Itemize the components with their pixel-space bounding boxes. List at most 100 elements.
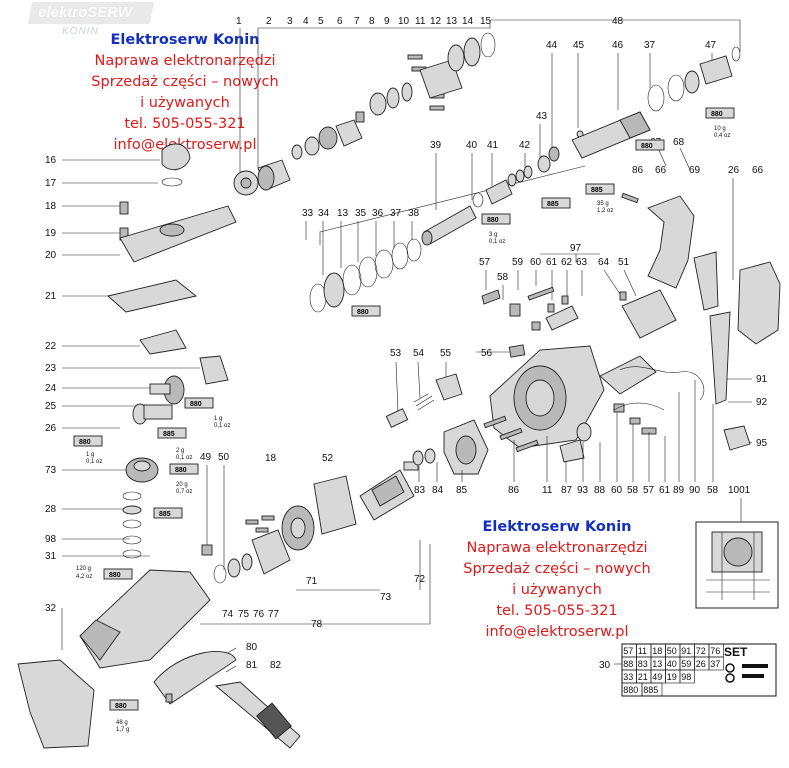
label-part-98: 98: [45, 534, 57, 545]
leader-lines-left: [61, 159, 200, 650]
label-part-57b: 57: [643, 485, 655, 496]
label-part-47: 47: [705, 40, 717, 51]
label-part-92: 92: [756, 397, 768, 408]
set-table-value: 83: [638, 659, 648, 669]
tube-label: 880: [190, 401, 202, 408]
label-part-71: 71: [306, 576, 318, 587]
tube-label: 880: [641, 143, 653, 150]
part-83-bearing: [424, 448, 436, 464]
label-part-45: 45: [573, 40, 585, 51]
label-part-22: 22: [45, 341, 57, 352]
part-46-piston-tube: [571, 111, 651, 159]
part-47-oring: [731, 46, 741, 62]
part-3-ring: [291, 144, 303, 160]
grease-tube-880-a: 880: [184, 397, 214, 409]
label-part-63: 63: [576, 257, 588, 268]
label-part-42: 42: [519, 140, 531, 151]
part-42-rings: [507, 165, 533, 187]
label-part-26b: 26: [728, 165, 740, 176]
part-32-tool-holder: [17, 659, 95, 749]
label-part-43: 43: [536, 111, 548, 122]
set-table-cell: [641, 682, 663, 697]
part-8-disc: [369, 92, 387, 116]
grease-qty-oz: 1,2 oz: [597, 208, 613, 214]
part-33-38-rings: [309, 238, 422, 313]
pin-icon: [742, 674, 764, 678]
part-4-ring: [304, 136, 320, 156]
label-part-86b: 86: [508, 485, 520, 496]
set-table-value: 33: [623, 672, 633, 682]
grease-qty-oz: 0,1 oz: [214, 423, 230, 429]
part-20-window: [159, 223, 185, 237]
label-part-61b: 61: [659, 485, 671, 496]
label-part-89: 89: [673, 485, 685, 496]
part-15-ring: [480, 32, 496, 58]
part-49-block: [201, 544, 213, 556]
part-fan: [281, 505, 315, 551]
part-17-oring: [161, 177, 183, 187]
part-69-switch: [693, 251, 719, 311]
grease-qty-oz: 0,1 oz: [489, 239, 505, 245]
advert-company: Elektroserw Konin: [110, 32, 260, 48]
label-part-26: 26: [45, 423, 57, 434]
label-part-37b: 37: [390, 208, 402, 219]
set-table-value: 37: [710, 659, 720, 669]
advert-sales: Sprzedaż części – nowych: [91, 74, 279, 90]
part-cord-clamp: [613, 402, 665, 435]
part-77-flange: [251, 529, 291, 575]
label-part-76: 76: [253, 609, 265, 620]
label-part-91: 91: [756, 374, 768, 385]
label-part-9: 9: [384, 16, 390, 27]
part-98-washer: [122, 535, 142, 545]
label-part-88: 88: [594, 485, 606, 496]
grease-qty: 10 g: [714, 126, 726, 132]
grease-tube-880-c: 880: [169, 463, 199, 475]
tube-label: 880: [109, 572, 121, 579]
part-93-ring: [576, 422, 592, 442]
label-part-64: 64: [598, 257, 610, 268]
advert-top: Elektroserw Konin Naprawa elektronarzędz…: [60, 30, 310, 156]
part-6-sleeve: [335, 119, 363, 147]
tube-label: 885: [163, 431, 175, 438]
advert-service: Naprawa elektronarzędzi: [94, 53, 276, 69]
grease-tube-885-c: 885: [585, 183, 615, 195]
label-part-13b: 13: [337, 208, 349, 219]
part-53-55-brush: [385, 373, 463, 428]
grease-tube-880-d: 880: [103, 568, 133, 580]
label-part-7: 7: [354, 16, 360, 27]
leader-lines-right: [305, 28, 741, 280]
label-part-60b: 60: [611, 485, 623, 496]
tube-label: 880: [115, 703, 127, 710]
label-part-12: 12: [430, 16, 442, 27]
label-part-30: 30: [599, 660, 611, 671]
screw-icon: [742, 664, 768, 668]
set-table-value: 21: [638, 672, 648, 682]
set-table-value: 49: [652, 672, 662, 682]
label-part-53: 53: [390, 348, 402, 359]
grease-qty-oz: 0,1 oz: [86, 459, 102, 465]
part-12-housing: [419, 59, 463, 99]
label-part-75: 75: [238, 609, 250, 620]
set-title: SET: [724, 645, 748, 659]
tube-label: 880: [357, 309, 369, 316]
label-part-90: 90: [689, 485, 701, 496]
part-14-ring: [463, 37, 481, 67]
advert-bottom: Elektroserw Konin Naprawa elektronarzędz…: [432, 517, 682, 643]
leader-48: [258, 19, 741, 29]
label-part-49: 49: [200, 452, 212, 463]
label-part-78: 78: [311, 619, 323, 630]
advert-email: info@elektroserw.pl: [113, 137, 257, 153]
set-table-value: 88: [623, 659, 633, 669]
label-part-13: 13: [446, 16, 458, 27]
label-part-97: 97: [570, 243, 582, 254]
label-part-31: 31: [45, 551, 57, 562]
part-41-nut: [485, 179, 513, 205]
grease-tube-880-e: 880: [109, 699, 139, 711]
label-part-38: 38: [408, 208, 420, 219]
label-part-62: 62: [561, 257, 573, 268]
label-part-10: 10: [398, 16, 410, 27]
part-22-fork: [139, 329, 187, 355]
part-80-cover: [153, 651, 237, 705]
label-part-39: 39: [430, 140, 442, 151]
label-part-84: 84: [432, 485, 444, 496]
